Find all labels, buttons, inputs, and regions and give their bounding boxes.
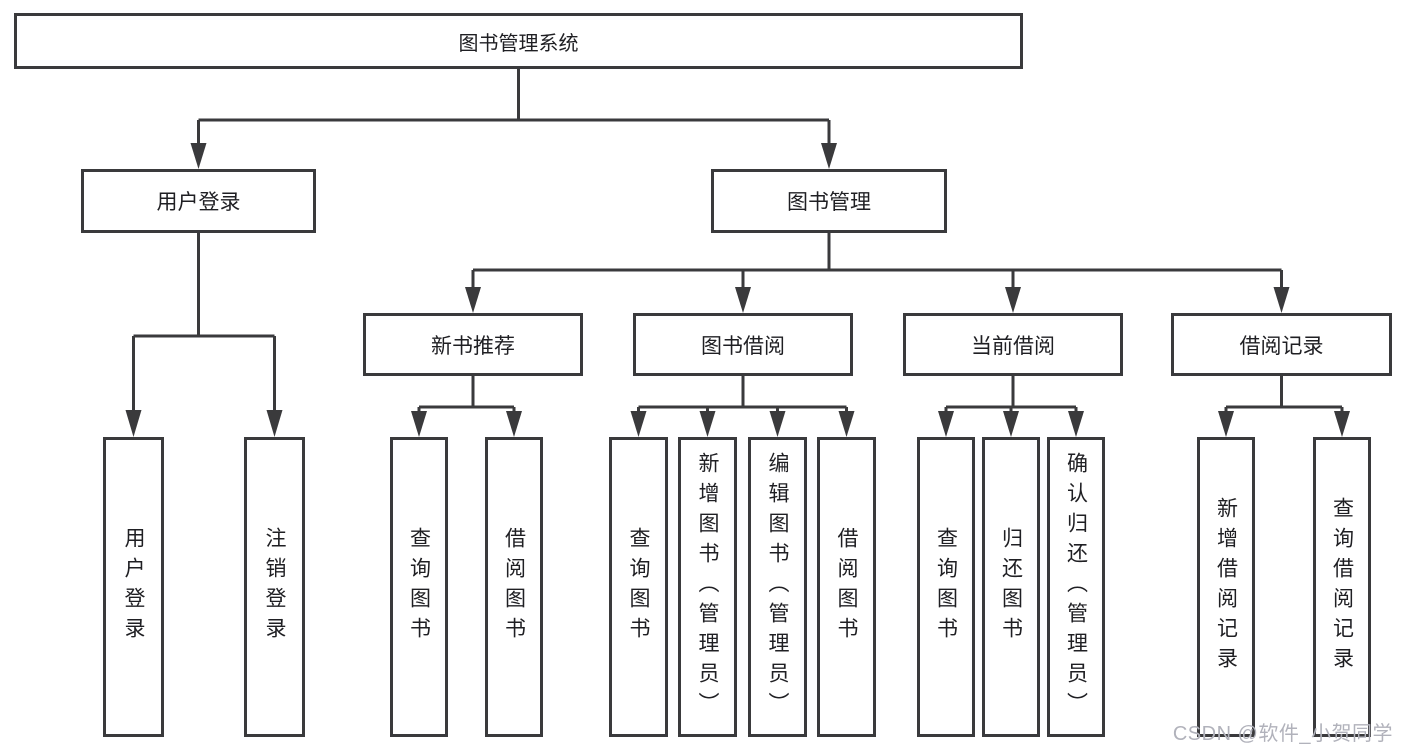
leaf-query-book-current: 查询图书 [917,437,975,737]
leaf-confirm-return-admin: 确认归还（管理员） [1047,437,1105,737]
leaf-add-borrow-record: 新增借阅记录 [1197,437,1255,737]
node-label: 用户登录 [122,527,145,647]
node-book-borrowing: 图书借阅 [633,313,853,376]
node-label: 用户登录 [156,191,241,214]
node-label: 查询借阅记录 [1330,497,1354,677]
node-label: 借阅图书 [502,527,526,647]
node-label: 新增图书（管理员） [696,452,719,722]
leaf-query-book-borrowing: 查询图书 [609,437,668,737]
leaf-return-book: 归还图书 [982,437,1040,737]
node-label: 查询图书 [407,527,431,647]
leaf-query-book-recommend: 查询图书 [390,437,448,737]
node-label: 编辑图书（管理员） [766,452,789,722]
node-new-book-recommend: 新书推荐 [363,313,583,376]
leaf-add-book-admin: 新增图书（管理员） [678,437,737,737]
node-label: 新书推荐 [431,334,515,358]
node-borrowing-records: 借阅记录 [1171,313,1392,376]
node-label: 查询图书 [627,527,650,647]
node-current-borrowing: 当前借阅 [903,313,1123,376]
node-user-login: 用户登录 [81,169,316,233]
node-root-system: 图书管理系统 [14,13,1023,69]
node-label: 注销登录 [263,527,286,647]
node-label: 借阅记录 [1239,334,1324,358]
node-label: 当前借阅 [971,334,1055,358]
node-book-management: 图书管理 [711,169,947,233]
leaf-logout: 注销登录 [244,437,305,737]
node-label: 图书管理系统 [458,32,579,55]
leaf-edit-book-admin: 编辑图书（管理员） [748,437,807,737]
leaf-user-login: 用户登录 [103,437,164,737]
leaf-borrow-book: 借阅图书 [817,437,876,737]
leaf-query-borrow-record: 查询借阅记录 [1313,437,1371,737]
node-label: 借阅图书 [835,527,858,647]
node-label: 归还图书 [999,527,1023,647]
csdn-watermark: CSDN @软件_小贺同学 [1172,723,1393,745]
node-label: 图书借阅 [701,334,785,358]
node-label: 图书管理 [787,191,871,214]
node-label: 确认归还（管理员） [1064,452,1088,722]
leaf-borrow-book-recommend: 借阅图书 [485,437,543,737]
node-label: 查询图书 [934,527,958,647]
node-label: 新增借阅记录 [1214,497,1238,677]
